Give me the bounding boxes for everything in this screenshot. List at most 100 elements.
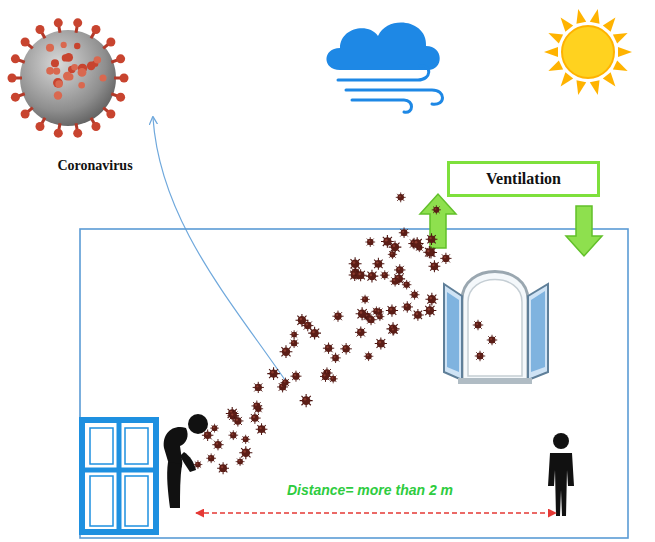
coronavirus-picture (20, 30, 116, 126)
virus-particles (302, 320, 313, 331)
virus-particles (366, 314, 377, 325)
virus-particles (249, 412, 261, 424)
virus-particles (280, 345, 293, 358)
coronavirus-picture (120, 74, 129, 83)
sun-icon (561, 72, 574, 86)
coronavirus-picture (116, 93, 125, 102)
virus-particles (340, 343, 352, 355)
coronavirus-picture (8, 74, 17, 83)
coughing-person (188, 414, 208, 434)
box-label: Ventilation (486, 170, 561, 188)
coughing-person (180, 452, 196, 472)
virus-particles (206, 453, 216, 463)
virus-particles (364, 351, 374, 361)
virus-particles (425, 293, 438, 306)
coronavirus-picture (36, 25, 45, 34)
virus-particles (320, 371, 331, 382)
standing-person (548, 453, 574, 516)
wind-cloud-icon (327, 23, 443, 113)
coronavirus-picture (54, 129, 63, 138)
open-window (468, 280, 522, 377)
virus-particles (194, 460, 203, 469)
picture-caption: Coronavirus (57, 158, 132, 174)
coronavirus-picture (73, 129, 82, 138)
wind-cloud-icon (346, 90, 443, 104)
virus-particles (440, 253, 451, 264)
virus-particles (212, 439, 223, 450)
door (82, 420, 156, 532)
coronavirus-picture (78, 68, 87, 77)
door (82, 468, 156, 473)
virus-particles (402, 280, 412, 290)
virus-particles (380, 270, 390, 280)
virus-particles (389, 326, 399, 336)
standing-person (553, 433, 569, 449)
virus-particles (390, 276, 401, 287)
virus-particles (473, 320, 484, 331)
virus-particles (332, 311, 343, 322)
virus-particles (194, 192, 498, 474)
virus-particles (289, 338, 299, 348)
coronavirus-picture (54, 18, 63, 27)
open-window (447, 292, 459, 372)
virus-particles (300, 394, 313, 407)
wind-cloud-icon (327, 23, 440, 70)
coronavirus-picture (92, 25, 101, 34)
coronavirus-picture (106, 109, 115, 118)
coronavirus-picture (74, 43, 80, 49)
virus-particles (388, 250, 397, 259)
coronavirus-picture (64, 53, 73, 62)
coronavirus-picture (71, 64, 78, 71)
coronavirus-picture (11, 54, 20, 63)
virus-particles (386, 304, 398, 316)
virus-particles (366, 270, 379, 283)
sun-icon (613, 33, 628, 44)
coronavirus-picture (106, 38, 115, 47)
open-window (462, 272, 528, 381)
virus-particles (355, 269, 367, 281)
virus-particles (394, 264, 405, 275)
virus-particles (375, 337, 387, 349)
standing-person (548, 433, 574, 516)
sun-icon (562, 26, 614, 78)
virus-particles (412, 309, 424, 321)
virus-particles (475, 351, 486, 362)
ventilation-arrows (420, 194, 456, 248)
virus-particles (236, 457, 245, 466)
virus-particles (428, 260, 440, 272)
virus-particles (290, 371, 301, 382)
virus-particles (375, 312, 384, 321)
door (90, 428, 113, 464)
virus-particles (423, 246, 435, 258)
virus-particles (251, 401, 262, 412)
virus-particles (323, 343, 334, 354)
coronavirus-picture (46, 44, 54, 52)
coronavirus-picture (116, 54, 125, 63)
sun-icon (561, 18, 574, 32)
virus-particles (360, 295, 369, 304)
coronavirus-picture (46, 67, 54, 75)
coronavirus-picture (94, 56, 101, 63)
coronavirus-picture (99, 74, 106, 81)
sun-icon (613, 61, 628, 72)
open-window (444, 284, 462, 380)
virus-particles (410, 290, 420, 300)
distance-arrow (196, 512, 556, 514)
room-outline (80, 229, 628, 538)
wind-cloud-icon (352, 100, 412, 112)
sun-icon (603, 18, 616, 32)
sun-icon (548, 33, 563, 44)
virus-particles (355, 326, 367, 338)
virus-particles (281, 378, 291, 388)
sun-icon (548, 61, 563, 72)
coronavirus-picture (53, 78, 63, 88)
coronavirus-picture (11, 93, 20, 102)
virus-particles (217, 462, 229, 474)
coronavirus-picture (87, 62, 96, 71)
coronavirus-picture (54, 91, 62, 99)
virus-particles (256, 423, 268, 435)
virus-particles (349, 257, 362, 270)
open-window (458, 378, 532, 384)
open-window (531, 291, 545, 372)
